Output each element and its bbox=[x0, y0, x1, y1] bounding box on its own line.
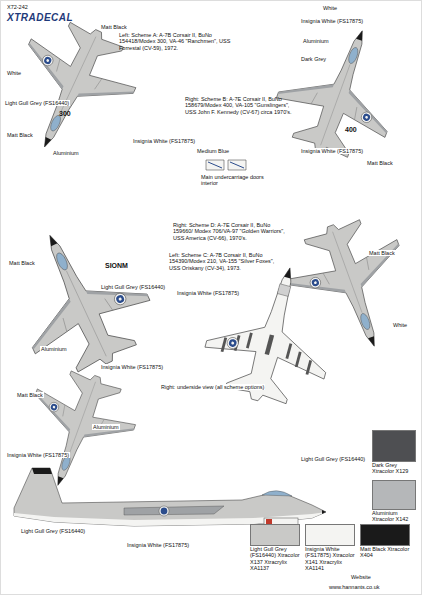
aircraft-code: SIONM bbox=[104, 262, 129, 270]
colour-callout: Insignia White (FS17875) bbox=[176, 290, 240, 296]
colour-callout: Insignia White (FS17875) bbox=[300, 18, 364, 24]
colour-callout: Light Gull Grey (FS16440) bbox=[4, 100, 70, 106]
colour-callout: www.hannants.co.uk bbox=[328, 584, 380, 590]
colour-callout: Right: underside view (all scheme option… bbox=[160, 384, 265, 390]
colour-callout: Light Gull Grey (FS16440) bbox=[100, 284, 166, 290]
scheme-note: Main undercarriage doors interior bbox=[200, 174, 272, 187]
colour-callout: White bbox=[392, 322, 408, 328]
brand-logo: XTRADECAL bbox=[6, 12, 74, 24]
scheme-note: Right: Scheme B: A-7E Corsair II, BuNo 1… bbox=[184, 96, 302, 115]
colour-callout: Insignia White (FS17875) bbox=[126, 542, 190, 548]
colour-callout: Insignia White (FS17875) bbox=[132, 138, 196, 144]
colour-callout: Light Gull Grey (FS16440) bbox=[300, 456, 366, 462]
colour-callout: Matt Black bbox=[16, 392, 44, 398]
colour-callout: Dark Grey bbox=[300, 56, 327, 62]
colour-callout: Insignia White (FS17875) bbox=[300, 148, 364, 154]
colour-callout: Matt Black bbox=[100, 24, 128, 30]
swatch-label: Light Gull Grey (FS16440) Xtracolor X137… bbox=[250, 546, 304, 571]
swatch-label: Aluminium Xtracolor X142 bbox=[372, 510, 418, 523]
colour-swatch bbox=[360, 524, 410, 546]
colour-callout: Matt Black bbox=[6, 132, 34, 138]
colour-callout: Matt Black bbox=[8, 260, 36, 266]
aircraft-code: 400 bbox=[344, 126, 358, 134]
colour-callout: Aluminium bbox=[92, 424, 120, 430]
scheme-note: Right: Scheme D: A-7E Corsair II, BuNo 1… bbox=[172, 222, 286, 241]
colour-callout: White bbox=[6, 70, 22, 76]
colour-swatch bbox=[372, 430, 416, 462]
colour-swatch bbox=[250, 524, 300, 546]
swatch-label: Matt Black Xtracolor X404 bbox=[360, 546, 414, 559]
colour-callout: Matt Black bbox=[366, 160, 394, 166]
colour-callout: Aluminium bbox=[40, 346, 68, 352]
colour-callout: Website bbox=[350, 574, 372, 580]
swatch-label: Insignia White (FS17875) Xtracolor X141 … bbox=[305, 546, 359, 571]
colour-callout: Insignia White (FS17875) bbox=[6, 452, 70, 458]
colour-callout: Aluminium bbox=[52, 150, 80, 156]
colour-callout: Aluminium bbox=[302, 38, 330, 44]
colour-callout: X72-242 bbox=[6, 4, 29, 10]
swatch-label: Dark Grey Xtracolor X129 bbox=[372, 462, 418, 475]
colour-swatch bbox=[372, 480, 416, 510]
scheme-note: Left: Scheme C: A-7B Corsair II, BuNo 15… bbox=[168, 252, 282, 271]
colour-callout: Light Gull Grey (FS16440) bbox=[20, 528, 86, 534]
colour-callout: White bbox=[322, 5, 338, 11]
colour-callout: Matt Black bbox=[368, 250, 396, 256]
colour-callout: Medium Blue bbox=[196, 148, 230, 154]
colour-callout: Insignia White (FS17875) bbox=[100, 364, 164, 370]
colour-swatch bbox=[305, 524, 355, 546]
aircraft-code: 300 bbox=[58, 110, 72, 118]
scheme-note: Left: Scheme A: A-7B Corsair II, BuNo 15… bbox=[118, 32, 232, 51]
